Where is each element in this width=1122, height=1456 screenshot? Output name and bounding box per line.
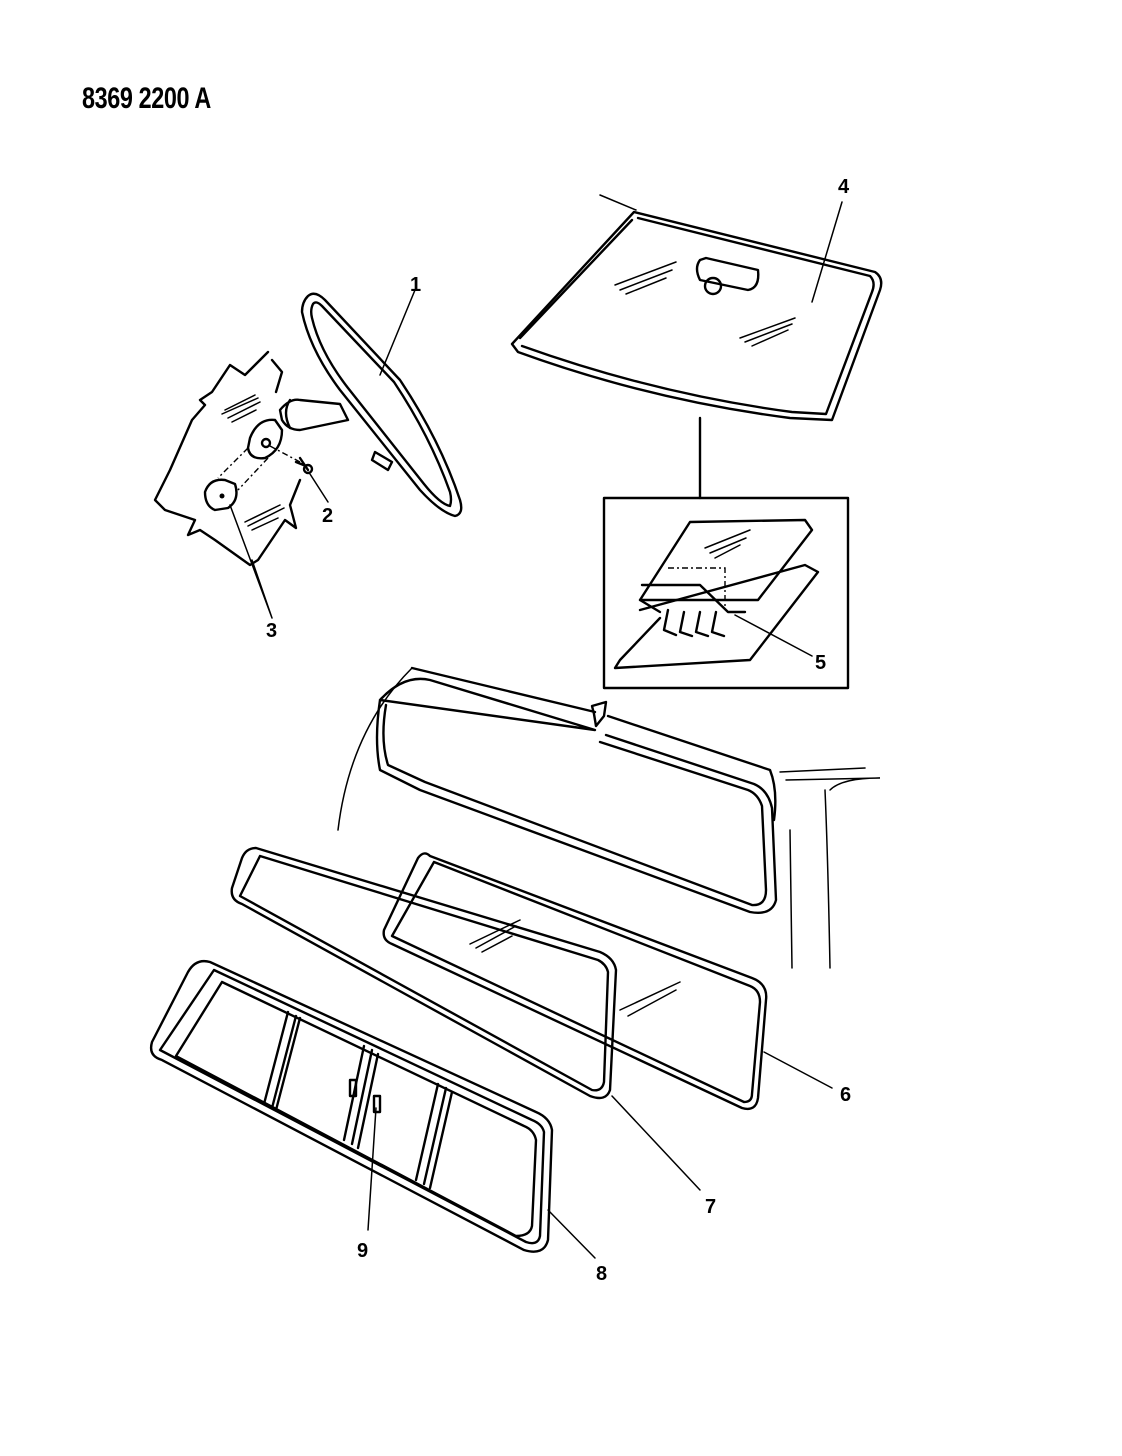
callout-6: 6	[840, 1084, 852, 1106]
leader-3	[229, 504, 273, 619]
callout-7: 7	[705, 1196, 717, 1218]
callout-8: 8	[596, 1263, 608, 1285]
callout-4: 4	[838, 176, 850, 198]
headliner-cutaway	[153, 350, 302, 567]
leader-9	[367, 1107, 377, 1231]
back-glass-part-6	[382, 852, 768, 1111]
drawing-number: 8369 2200 A	[82, 82, 211, 115]
callout-2: 2	[322, 505, 334, 527]
mounting-button-part-3	[203, 447, 269, 512]
callout-5: 5	[815, 652, 827, 674]
cab-back-panel	[337, 666, 881, 969]
sliding-window-part-8	[149, 959, 554, 1253]
leader-2	[309, 473, 329, 503]
detail-box	[602, 496, 850, 690]
leader-7	[611, 1095, 701, 1191]
screw-part-2	[269, 445, 314, 475]
callout-1: 1	[410, 274, 422, 296]
leader-4	[811, 201, 843, 303]
windshield-part-4	[510, 194, 883, 422]
leader-6	[763, 1051, 833, 1089]
leader-8	[547, 1209, 596, 1259]
callout-9: 9	[357, 1240, 369, 1262]
callout-3: 3	[266, 620, 278, 642]
mirror-part-1	[300, 292, 463, 518]
mirror-bracket	[246, 398, 350, 460]
leader-5	[734, 614, 813, 657]
weatherstrip-part-7	[230, 846, 618, 1100]
leader-1	[379, 289, 416, 376]
